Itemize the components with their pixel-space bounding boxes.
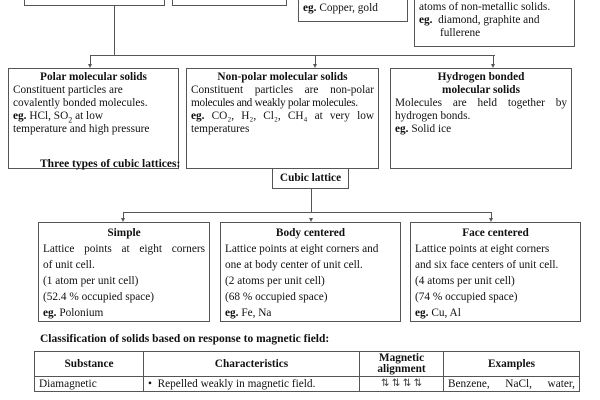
- arrow-down-icon: [309, 218, 313, 222]
- header-line: Magnetic: [378, 352, 425, 364]
- column-header: Characteristics: [143, 351, 360, 377]
- example: Polonium: [59, 307, 104, 319]
- example: Cu, Al: [431, 307, 461, 319]
- partial-box-2: [172, 0, 287, 6]
- box-text: one at body center of unit cell.: [225, 259, 363, 271]
- box-text: (52.4 % occupied space): [43, 291, 155, 303]
- characteristic-text: Repelled weakly in magnetic field.: [157, 378, 316, 390]
- connector-line: [90, 55, 495, 57]
- nonpolar-molecular-box: Non-polar molecular solids Constituent p…: [186, 68, 379, 169]
- eg-label: eg.: [225, 307, 239, 319]
- box-text: Constituent particles are: [13, 84, 123, 96]
- example: HCl, SO: [29, 110, 69, 122]
- box-text: Lattice points at eight corners: [415, 243, 550, 255]
- example: Solid ice: [411, 123, 452, 135]
- box-text: molecules and weakly polar molecules.: [191, 97, 358, 109]
- examples-cell: Benzene, NaCl, water,: [443, 376, 580, 392]
- example: CO₂, H₂, Cl₂, CH₄ at very low: [211, 110, 375, 122]
- box-title: molecular solids: [442, 84, 520, 96]
- covalent-example-2: fullerene: [440, 27, 481, 39]
- box-text: (4 atoms per unit cell): [415, 275, 515, 287]
- box-title: Body centered: [275, 227, 346, 239]
- cubic-lattice-box: Cubic lattice: [272, 168, 349, 189]
- metallic-solids-box: eg. Copper, gold: [298, 0, 408, 22]
- box-title: Face centered: [462, 227, 529, 239]
- example: temperature and high pressure: [13, 123, 150, 135]
- example: Fe, Na: [241, 307, 272, 319]
- box-text: of unit cell.: [43, 259, 95, 271]
- connector-line: [114, 6, 116, 55]
- example: at low: [72, 110, 103, 122]
- body-centered-lattice-box: Body centered Lattice points at eight co…: [220, 222, 401, 322]
- box-text: covalently bonded molecules.: [13, 97, 148, 109]
- connector-line: [315, 55, 317, 64]
- eg-label: eg.: [13, 110, 27, 122]
- box-title: Polar molecular solids: [40, 71, 147, 83]
- box-text: Lattice points at eight corners: [43, 243, 205, 255]
- connector-line: [123, 212, 492, 214]
- box-text: (1 atom per unit cell): [43, 275, 139, 287]
- hydrogen-bonded-box: Hydrogen bonded molecular solids Molecul…: [390, 68, 572, 169]
- eg-label: eg.: [419, 14, 433, 26]
- covalent-solids-box: atoms of non-metallic solids. eg. diamon…: [414, 0, 575, 47]
- box-text: Molecules are held together by: [395, 97, 567, 109]
- connector-line: [491, 212, 493, 219]
- eg-label: eg.: [191, 110, 205, 122]
- box-text: (74 % occupied space): [415, 291, 518, 303]
- subscript: 2: [68, 115, 73, 125]
- box-title: Non-polar molecular solids: [217, 71, 348, 83]
- face-centered-lattice-box: Face centered Lattice points at eight co…: [410, 222, 581, 322]
- table-row: Diamagnetic • Repelled weakly in magneti…: [34, 376, 580, 392]
- box-text: Lattice points at eight corners and: [225, 243, 379, 255]
- box-text: (68 % occupied space): [225, 291, 328, 303]
- eg-label: eg.: [395, 123, 409, 135]
- partial-box-1: [24, 0, 165, 6]
- connector-line: [493, 55, 495, 64]
- characteristics-cell: • Repelled weakly in magnetic field.: [143, 376, 360, 392]
- box-title: Hydrogen bonded: [437, 71, 525, 83]
- section-heading: Classification of solids based on respon…: [40, 333, 330, 345]
- eg-label: eg.: [415, 307, 429, 319]
- example: temperatures: [191, 123, 250, 135]
- arrow-down-icon: [88, 64, 92, 68]
- magnetic-alignment-arrows: ⇅ ⇅ ⇅ ⇅: [359, 376, 444, 392]
- arrow-down-icon: [121, 218, 125, 222]
- arrow-down-icon: [489, 218, 493, 222]
- header-line: alignment: [377, 363, 426, 375]
- polar-molecular-box: Polar molecular solids Constituent parti…: [8, 68, 179, 169]
- box-text: (2 atoms per unit cell): [225, 275, 325, 287]
- arrow-down-icon: [491, 64, 495, 68]
- box-text: Constituent particles are non-polar: [191, 84, 374, 96]
- covalent-text: atoms of non-metallic solids.: [419, 1, 551, 13]
- arrow-down-icon: [313, 64, 317, 68]
- eg-label: eg.: [43, 307, 57, 319]
- box-title: Simple: [107, 227, 141, 239]
- connector-line: [311, 189, 313, 212]
- connector-line: [123, 212, 125, 219]
- covalent-example: diamond, graphite and: [438, 14, 540, 26]
- column-header: Substance: [34, 351, 144, 377]
- metallic-example: Copper, gold: [319, 2, 378, 14]
- column-header: Examples: [443, 351, 580, 377]
- simple-lattice-box: Simple Lattice points at eight corners o…: [38, 222, 210, 322]
- section-heading: Three types of cubic lattices:: [40, 158, 181, 170]
- substance-cell: Diamagnetic: [34, 376, 144, 392]
- connector-line: [90, 55, 92, 64]
- box-text: hydrogen bonds.: [395, 110, 471, 122]
- eg-label: eg.: [303, 2, 317, 14]
- box-text: and six face centers of unit cell.: [415, 259, 559, 271]
